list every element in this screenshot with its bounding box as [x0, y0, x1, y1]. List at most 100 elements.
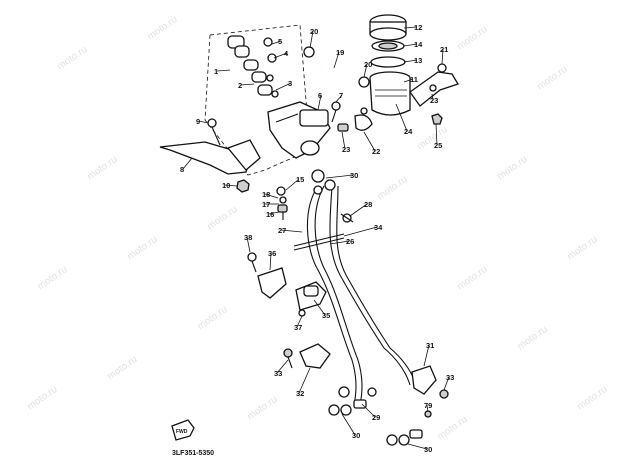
part-number-22: 22	[372, 147, 380, 156]
watermark-text: moto.ru	[515, 324, 549, 352]
watermark-text: moto.ru	[25, 384, 59, 412]
bolt-28	[340, 213, 354, 223]
leader-line	[341, 131, 346, 150]
part-number-7: 7	[339, 91, 343, 100]
leader-line	[363, 131, 376, 152]
part-number-18: 18	[262, 190, 270, 199]
part-number-17: 17	[262, 200, 270, 209]
watermark-text: moto.ru	[455, 264, 489, 292]
part-number-19: 19	[336, 48, 344, 57]
leader-line	[273, 52, 288, 59]
part-number-6: 6	[318, 91, 322, 100]
leader-line	[426, 404, 429, 413]
part-number-79: 79	[424, 401, 432, 410]
leader-line	[271, 40, 282, 45]
watermark-text: moto.ru	[145, 14, 179, 42]
diagram-code: 3LF351-5350	[172, 450, 214, 457]
part-number-31: 31	[426, 341, 434, 350]
part-number-5: 5	[278, 37, 282, 46]
part-number-33: 33	[446, 373, 454, 382]
leader-line	[403, 59, 418, 63]
part-number-10: 10	[222, 181, 230, 190]
part-number-30: 30	[352, 431, 360, 440]
leader-line	[309, 30, 314, 49]
bolt-group-15-18	[276, 186, 288, 220]
reservoir-bracket	[409, 63, 459, 125]
svg-text:FWD: FWD	[176, 429, 188, 435]
part-number-20: 20	[310, 27, 318, 36]
leader-line	[341, 413, 356, 436]
leader-line	[296, 315, 303, 328]
part-number-38: 38	[244, 233, 252, 242]
part-number-21: 21	[440, 45, 448, 54]
part-number-34: 34	[374, 223, 383, 232]
part-number-33: 33	[274, 369, 282, 378]
leader-line	[363, 63, 368, 78]
leader-line	[246, 236, 251, 253]
hose-clamp-22	[337, 107, 373, 132]
leader-line	[403, 43, 418, 47]
leader-line	[317, 94, 322, 111]
leader-line	[264, 193, 279, 199]
leader-line	[198, 120, 209, 124]
leader-line	[407, 443, 428, 450]
leader-line	[435, 123, 438, 146]
leader-line	[216, 69, 231, 72]
watermark-text: moto.ru	[535, 64, 569, 92]
part-number-2: 2	[238, 81, 242, 90]
leader-line	[329, 240, 350, 245]
part-number-12: 12	[414, 23, 422, 32]
watermark-text: moto.ru	[125, 234, 159, 262]
leader-line	[335, 94, 343, 103]
watermark-text: moto.ru	[495, 154, 529, 182]
hose-clamp-32	[283, 343, 331, 369]
leader-line	[343, 226, 378, 237]
brake-hoses	[306, 169, 417, 406]
part-number-26: 26	[346, 237, 354, 246]
part-number-29: 29	[372, 413, 380, 422]
front-direction-arrow: FWD	[171, 419, 195, 441]
part-number-32: 32	[296, 389, 304, 398]
part-number-3: 3	[288, 79, 292, 88]
leader-line	[269, 252, 272, 271]
leader-line	[403, 26, 418, 29]
master-cylinder-group-outline	[204, 24, 311, 176]
part-number-36: 36	[268, 249, 276, 258]
watermark-text: moto.ru	[195, 304, 229, 332]
part-number-9: 9	[196, 117, 200, 126]
reservoir-hose	[303, 46, 370, 88]
leader-line	[395, 103, 408, 132]
brake-lever	[159, 118, 261, 175]
part-number-16: 16	[266, 210, 274, 219]
part-number-30: 30	[424, 445, 432, 454]
leader-line	[313, 299, 326, 316]
part-number-13: 13	[414, 56, 422, 65]
leader-line	[349, 203, 368, 217]
watermark-text: moto.ru	[205, 204, 239, 232]
watermark-text: moto.ru	[35, 264, 69, 292]
leader-line	[182, 157, 193, 170]
part-number-30: 30	[350, 171, 358, 180]
part-number-27: 27	[278, 226, 286, 235]
leader-line	[441, 48, 444, 65]
leader-line	[285, 178, 300, 191]
leader-line	[280, 229, 303, 233]
part-number-4: 4	[284, 49, 289, 58]
switch-bolt-7	[331, 101, 341, 123]
leader-line	[361, 403, 376, 418]
reservoir-assembly	[369, 14, 411, 116]
lever-nut	[236, 179, 250, 193]
leader-line	[240, 83, 255, 86]
leader-line	[298, 367, 311, 394]
leader-line	[275, 82, 292, 91]
leader-line	[431, 93, 434, 101]
watermark-text: moto.ru	[375, 174, 409, 202]
watermark-layer: moto.rumoto.rumoto.rumoto.rumoto.rumoto.…	[25, 14, 609, 442]
leader-line	[403, 78, 414, 83]
hose-grommet-34	[293, 233, 345, 251]
watermark-text: moto.ru	[415, 124, 449, 152]
leader-line	[276, 359, 289, 374]
leader-lines	[182, 26, 450, 450]
